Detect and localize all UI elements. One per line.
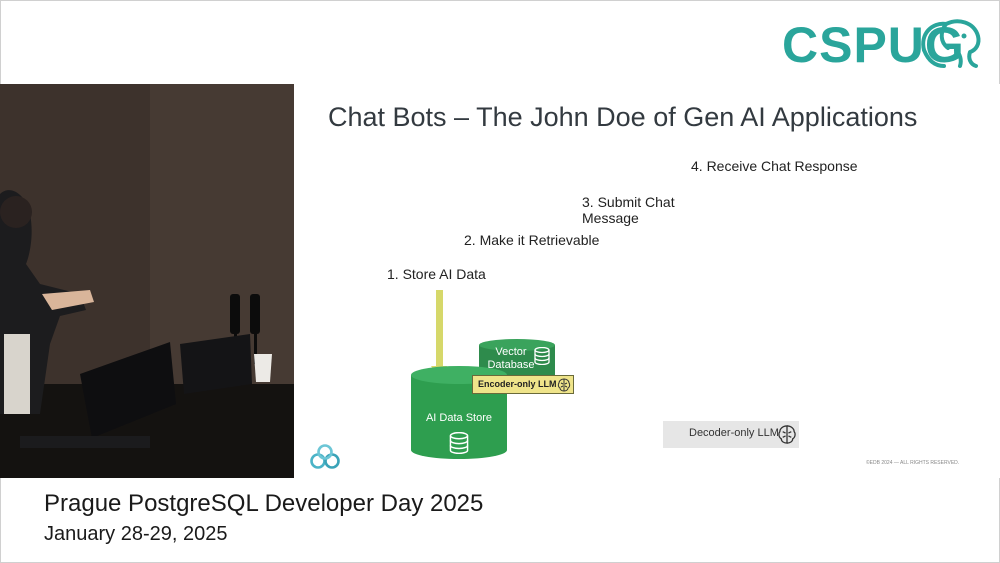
step-submit-line2: Message: [582, 210, 639, 226]
copyright-text: ©EDB 2024 — ALL RIGHTS RESERVED.: [866, 460, 960, 466]
down-arrow-shaft: [436, 290, 443, 368]
cspug-logo: CSPUG: [778, 12, 983, 74]
slide-title: Chat Bots – The John Doe of Gen AI Appli…: [328, 102, 918, 132]
slide: Chat Bots – The John Doe of Gen AI Appli…: [294, 84, 1000, 478]
elephant-icon: [921, 19, 981, 68]
step-submit-chat-message: 3. Submit Chat Message: [582, 194, 675, 226]
ai-data-store-cylinder: AI Data Store: [410, 366, 508, 460]
speaker-video-image: [0, 84, 294, 478]
edb-logo-icon: [310, 444, 340, 469]
brain-icon: [557, 378, 571, 392]
vector-database-line1: Vector: [495, 346, 527, 358]
ai-data-store-label: AI Data Store: [425, 412, 493, 424]
step-submit-line1: 3. Submit Chat: [582, 194, 675, 210]
event-title: Prague PostgreSQL Developer Day 2025: [44, 490, 484, 517]
step-store-ai-data: 1. Store AI Data: [387, 266, 486, 282]
decoder-only-llm: Decoder-only LLM: [663, 421, 799, 448]
encoder-only-llm: Encoder-only LLM: [472, 375, 574, 394]
vector-database-label: Vector Database: [482, 346, 540, 372]
step-receive-response: 4. Receive Chat Response: [691, 158, 858, 174]
database-icon: [449, 432, 469, 454]
brain-icon: [778, 425, 796, 444]
ai-data-store-shape: [411, 366, 507, 459]
encoder-only-llm-label: Encoder-only LLM: [478, 379, 557, 389]
database-icon: [534, 347, 550, 365]
event-date: January 28-29, 2025: [44, 523, 228, 545]
decoder-only-llm-label: Decoder-only LLM: [689, 427, 779, 439]
speaker-video: [0, 84, 294, 478]
vector-database-line2: Database: [487, 359, 535, 371]
step-make-retrievable: 2. Make it Retrievable: [464, 232, 600, 248]
